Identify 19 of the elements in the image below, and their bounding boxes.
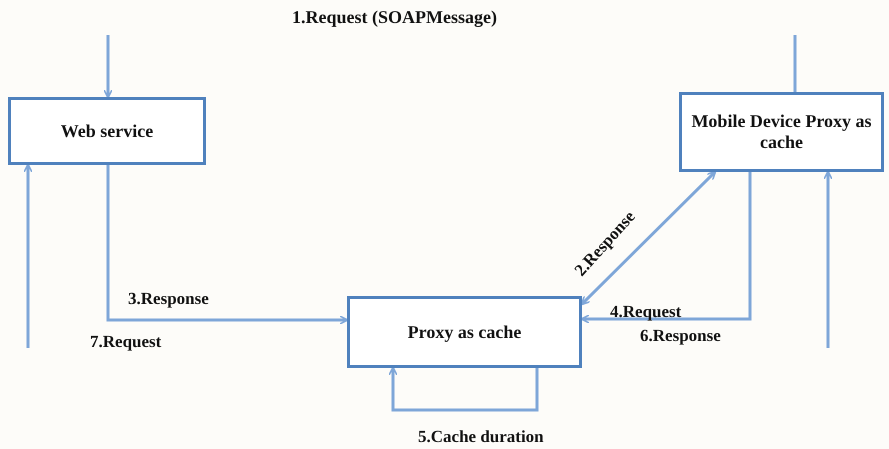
- process-box: [679, 92, 884, 172]
- node-label: Proxy as cache: [408, 322, 522, 342]
- arrow: [23, 163, 33, 348]
- edge-label: 4.Request: [610, 303, 682, 320]
- arrow: [823, 170, 833, 348]
- arrow: [388, 366, 538, 412]
- edge-label: 5.Cache duration: [418, 428, 544, 445]
- arrow: [106, 165, 349, 325]
- arrow: [580, 170, 716, 306]
- process-box: [347, 296, 582, 368]
- node-label: Web service: [60, 120, 154, 142]
- flow-label: 1.Request (SOAPMessage): [292, 8, 497, 26]
- process-box: [8, 97, 206, 165]
- edge-label: 3.Response: [128, 290, 209, 307]
- arrow: [580, 172, 752, 324]
- arrow: [103, 35, 113, 99]
- flow-label: 7.Request: [90, 333, 162, 350]
- node-label: Mobile Device Proxy as cache: [690, 111, 873, 153]
- flow-label: 6.Response: [640, 327, 721, 344]
